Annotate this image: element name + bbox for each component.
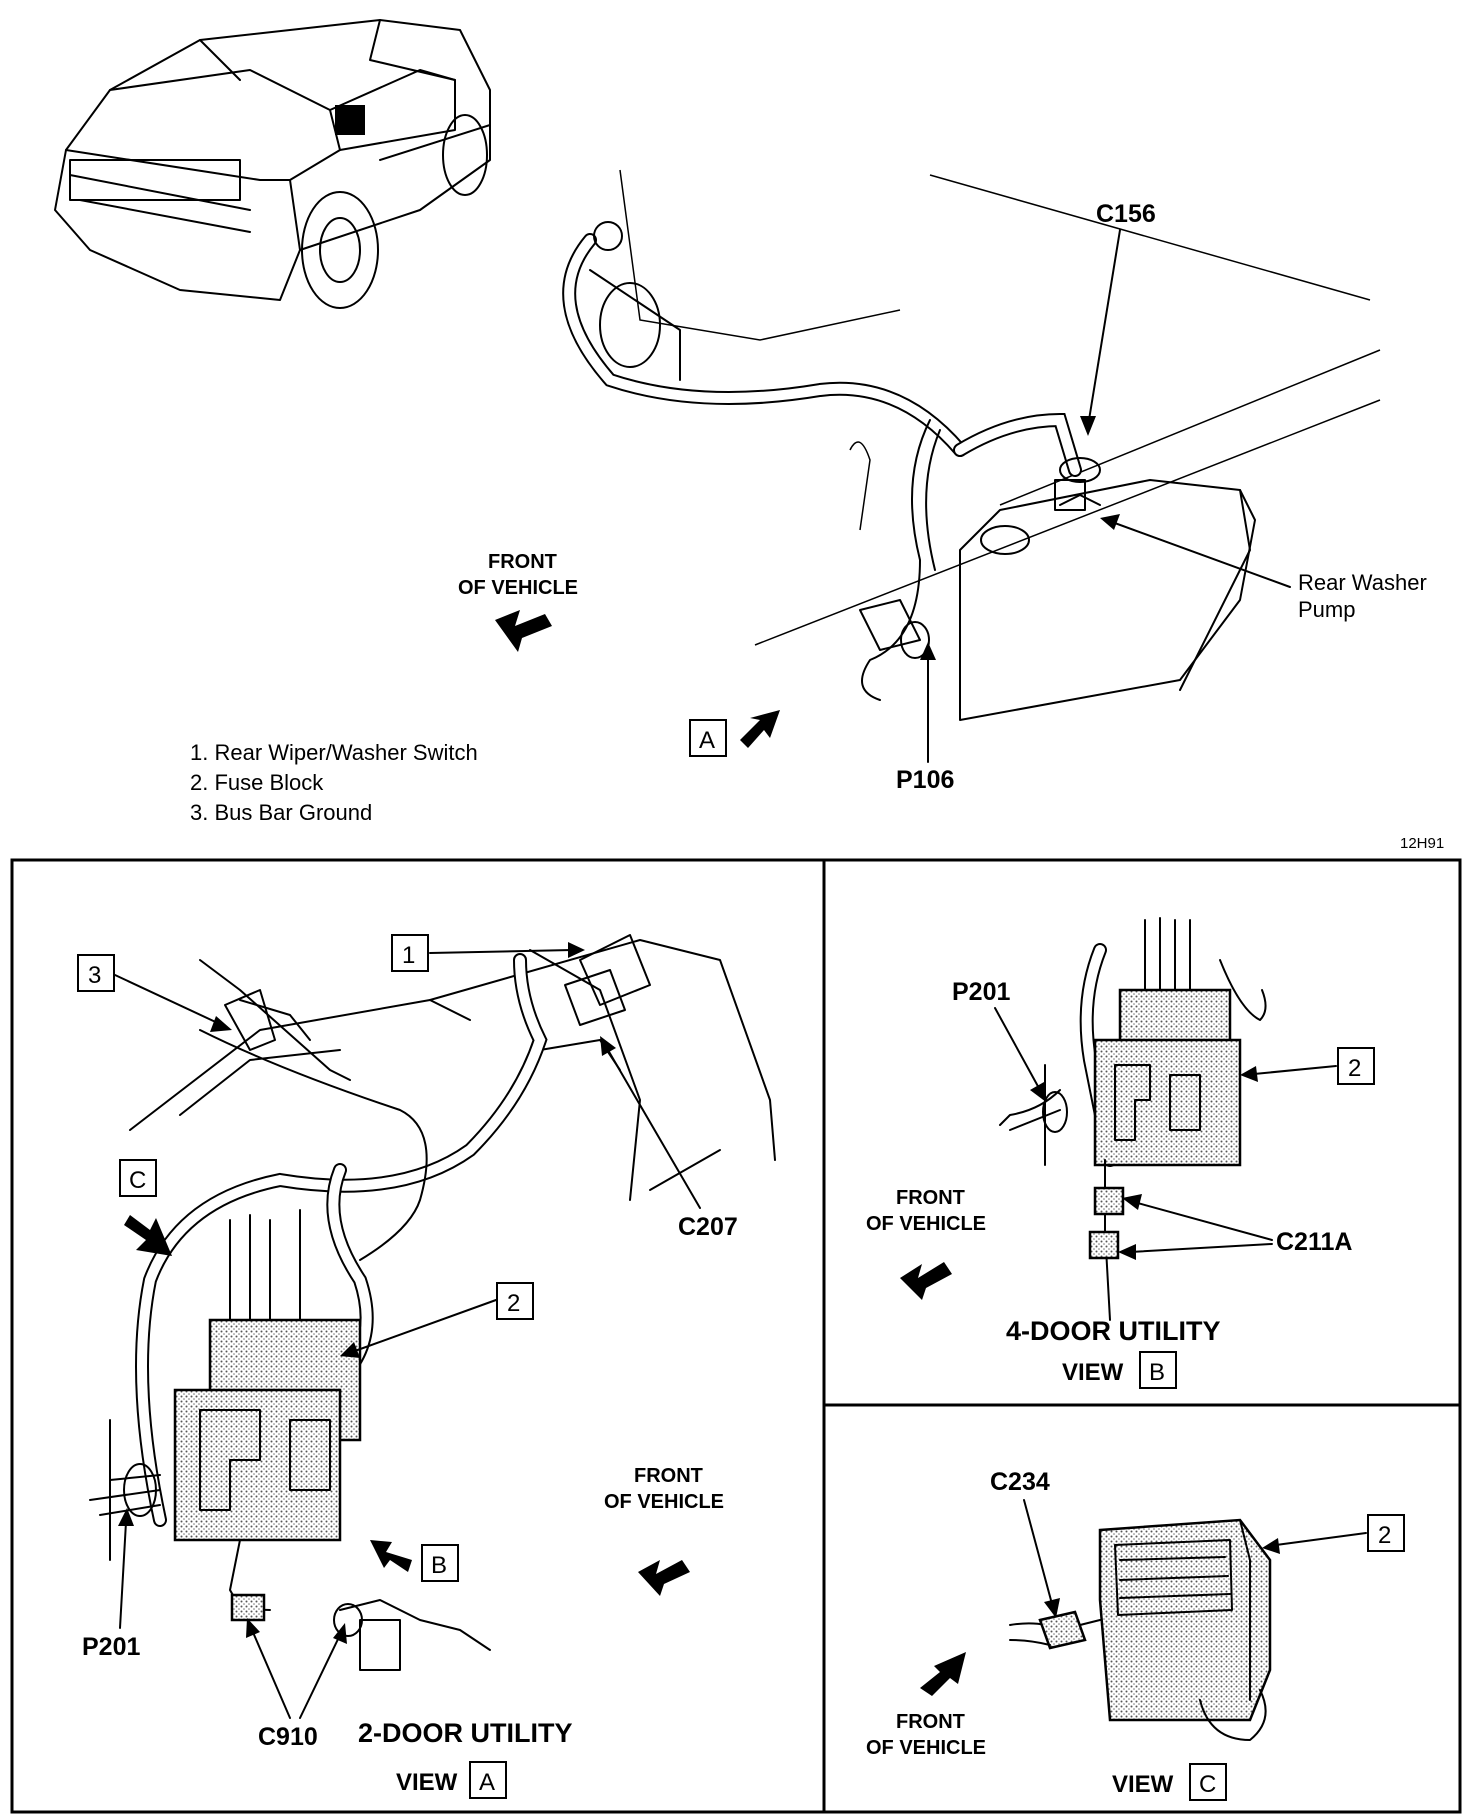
p201-label-view-a: P201 (82, 1633, 140, 1661)
callout-1-box (391, 934, 429, 972)
underhood-detail (562, 169, 1381, 721)
c910-label: C910 (258, 1723, 318, 1751)
top-front-label-line1: FRONT (488, 551, 557, 573)
view-c-drawing (1009, 1518, 1272, 1741)
callout-2-number-view-c: 2 (1378, 1522, 1391, 1549)
p201-label-view-b: P201 (952, 978, 1010, 1006)
view-c-view-label: VIEW (1112, 1771, 1174, 1798)
view-b-front-label-line1: FRONT (896, 1187, 965, 1209)
legend-item-3: 3. Bus Bar Ground (190, 800, 372, 825)
callout-1-number: 1 (402, 942, 415, 969)
rear-washer-pump-label-line2: Pump (1298, 597, 1355, 622)
view-b-reference-letter: B (431, 1552, 447, 1579)
view-a-drawing (89, 934, 776, 1671)
callout-3-number: 3 (88, 962, 101, 989)
c211a-label: C211A (1276, 1228, 1352, 1256)
view-b-drawing (999, 917, 1267, 1321)
view-c-frame (822, 1403, 1462, 1814)
view-c-letter: C (1199, 1771, 1216, 1798)
rear-washer-pump-label-line1: Rear Washer (1298, 570, 1427, 595)
legend-item-1: 1. Rear Wiper/Washer Switch (190, 740, 478, 765)
view-a-front-label-line1: FRONT (634, 1465, 703, 1487)
callout-3-box (77, 954, 115, 992)
c207-label: C207 (678, 1213, 738, 1241)
figure-code: 12H91 (1400, 835, 1444, 852)
callout-2-box-view-b (1337, 1047, 1375, 1085)
view-b-front-label-line2: OF VEHICLE (866, 1213, 986, 1235)
callout-2-number-view-b: 2 (1348, 1055, 1361, 1082)
view-c-front-label-line2: OF VEHICLE (866, 1737, 986, 1759)
vehicle-illustration (54, 19, 491, 309)
callout-2-number-view-a: 2 (507, 1290, 520, 1317)
front-arrow (495, 610, 552, 652)
view-c-reference-letter: C (129, 1167, 146, 1194)
view-a-letter: A (479, 1769, 495, 1796)
view-c-reference-box (119, 1159, 157, 1197)
top-front-label-line2: OF VEHICLE (458, 577, 578, 599)
legend-item-2: 2. Fuse Block (190, 770, 324, 795)
view-b-title: 4-DOOR UTILITY (1006, 1316, 1221, 1346)
view-b-letter: B (1149, 1359, 1165, 1386)
view-a-view-label: VIEW (396, 1769, 458, 1796)
view-a-reference-letter: A (699, 727, 715, 754)
view-a-letter-box (469, 1761, 507, 1799)
view-b-reference-box (421, 1544, 459, 1582)
view-c-front-label-line1: FRONT (896, 1711, 965, 1733)
p106-label: P106 (896, 766, 954, 794)
c156-label: C156 (1096, 200, 1156, 228)
callout-2-box-view-a (496, 1282, 534, 1320)
callout-2-box-view-c (1367, 1514, 1405, 1552)
view-a-front-label-line2: OF VEHICLE (604, 1491, 724, 1513)
view-b-view-label: VIEW (1062, 1359, 1124, 1386)
view-b-letter-box (1139, 1351, 1177, 1389)
view-a-reference-box (689, 719, 727, 757)
view-a-title: 2-DOOR UTILITY (358, 1718, 573, 1748)
view-c-letter-box (1189, 1763, 1227, 1801)
c234-label: C234 (990, 1468, 1050, 1496)
